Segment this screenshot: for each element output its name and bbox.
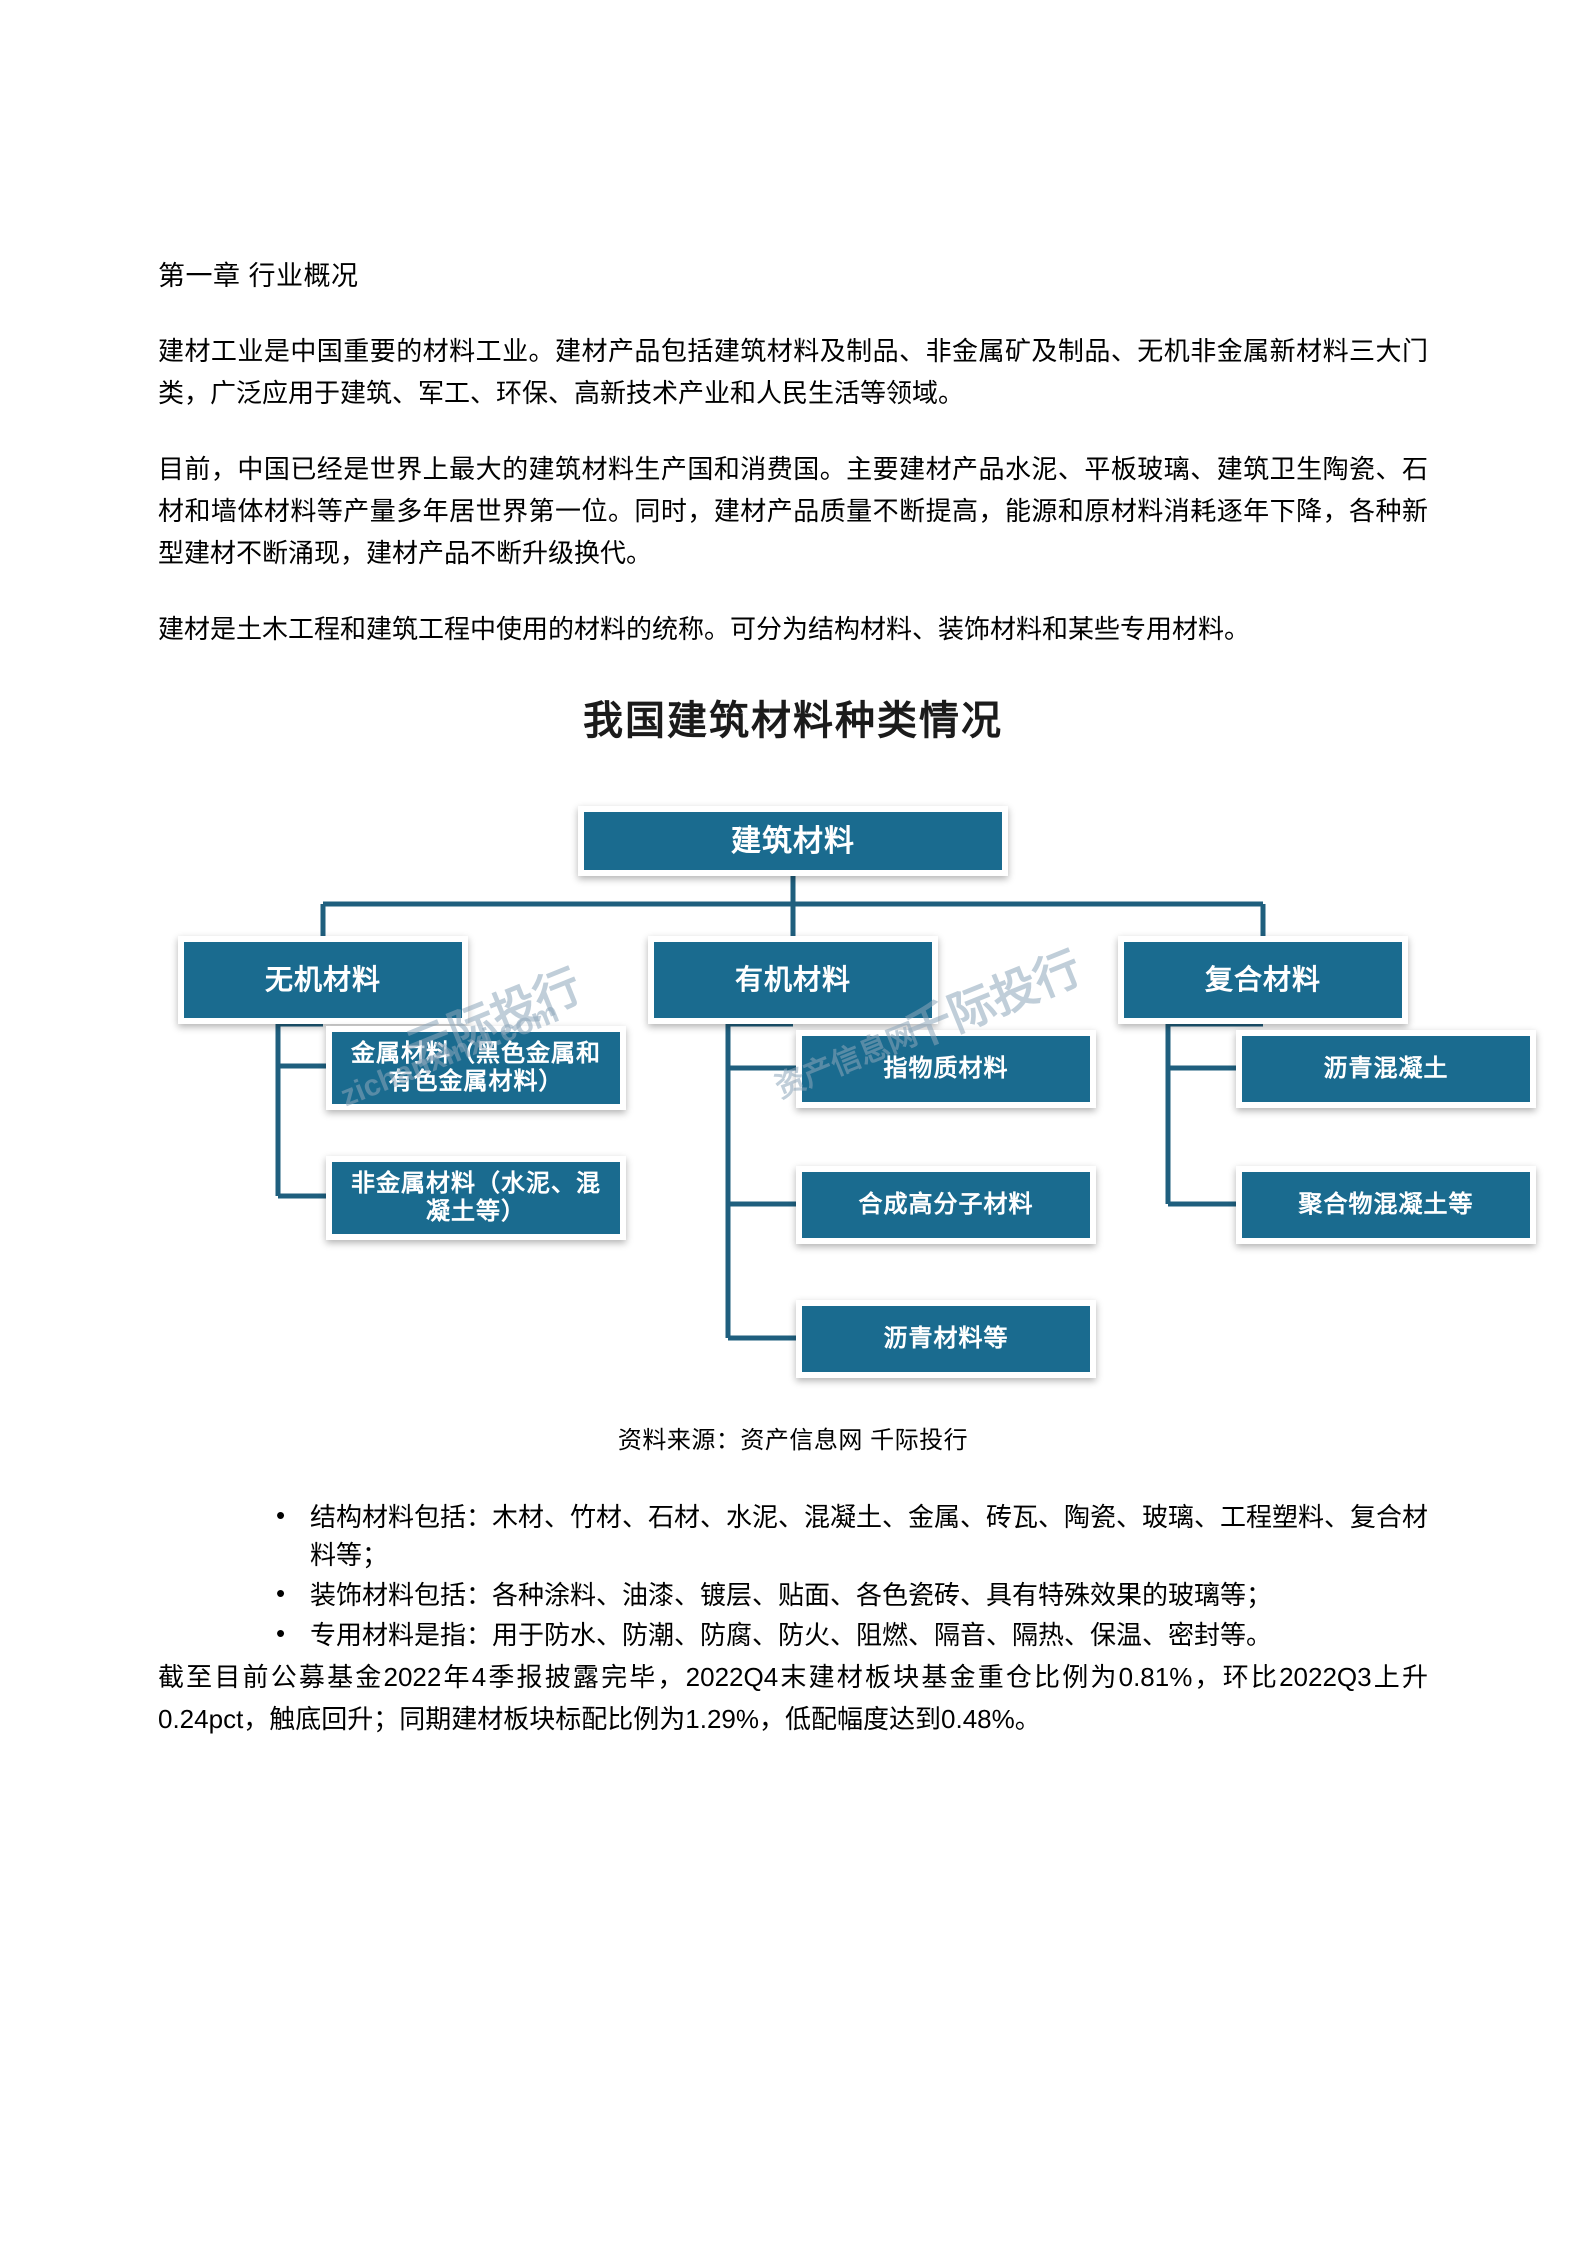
node-metal-materials: 金属材料（黑色金属和有色金属材料） (326, 1026, 626, 1111)
org-chart: 云际投行 千际投行 zichanxinxi.com 资产信息网 建筑材料 无机材… (158, 786, 1536, 1386)
paragraph-3: 建材是土木工程和建筑工程中使用的材料的统称。可分为结构材料、装饰材料和某些专用材… (158, 614, 1251, 645)
closing-paragraph: 截至目前公募基金2022年4季报披露完毕，2022Q4末建材板块基金重仓比例为0… (158, 1662, 1428, 1735)
list-item: 专用材料是指：用于防水、防潮、防腐、防火、阻燃、隔音、隔热、保温、密封等。 (268, 1615, 1428, 1655)
chapter-heading: 第一章 行业概况 (158, 261, 359, 291)
node-asphalt-concrete: 沥青混凝土 (1236, 1030, 1536, 1109)
node-substance-materials: 指物质材料 (796, 1030, 1096, 1109)
node-organic-materials: 有机材料 (648, 936, 938, 1025)
node-root: 建筑材料 (578, 806, 1008, 877)
node-asphalt-materials: 沥青材料等 (796, 1300, 1096, 1379)
figure-title: 我国建筑材料种类情况 (583, 698, 1003, 744)
node-inorganic-materials: 无机材料 (178, 936, 468, 1025)
list-item: 结构材料包括：木材、竹材、石材、水泥、混凝土、金属、砖瓦、陶瓷、玻璃、工程塑料、… (268, 1497, 1428, 1574)
paragraph-1: 建材工业是中国重要的材料工业。建材产品包括建筑材料及制品、非金属矿及制品、无机非… (158, 335, 1428, 408)
connector-lines (275, 876, 1266, 1341)
node-composite-materials: 复合材料 (1118, 936, 1408, 1025)
materials-classification-figure: 我国建筑材料种类情况 (158, 688, 1536, 1455)
node-synthetic-polymer-materials: 合成高分子材料 (796, 1166, 1096, 1245)
paragraph-2: 目前，中国已经是世界上最大的建筑材料生产国和消费国。主要建材产品水泥、平板玻璃、… (158, 454, 1428, 569)
document-body: 第一章 行业概况 建材工业是中国重要的材料工业。建材产品包括建筑材料及制品、非金… (158, 258, 1536, 1740)
node-nonmetal-materials: 非金属材料（水泥、混凝土等） (326, 1156, 626, 1241)
list-item: 装饰材料包括：各种涂料、油漆、镀层、贴面、各色瓷砖、具有特殊效果的玻璃等； (268, 1575, 1428, 1615)
figure-source: 资料来源：资产信息网 千际投行 (617, 1427, 969, 1455)
node-polymer-concrete: 聚合物混凝土等 (1236, 1166, 1536, 1245)
material-category-list: 结构材料包括：木材、竹材、石材、水泥、混凝土、金属、砖瓦、陶瓷、玻璃、工程塑料、… (158, 1497, 1428, 1655)
